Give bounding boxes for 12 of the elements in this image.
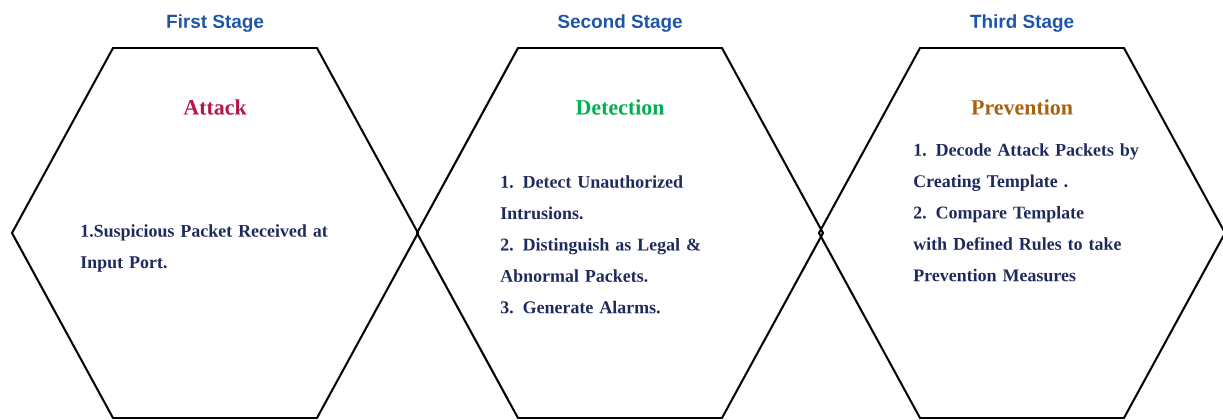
stage-title: Attack: [183, 99, 247, 115]
stage-title: Detection: [575, 99, 665, 115]
list-item: 1. Decode Attack Packets by Creating Template .: [914, 143, 1139, 191]
list-item: 3. Generate Alarms.: [500, 300, 660, 314]
list-item: 2. Distinguish as Legal & Abnormal Packets.: [500, 237, 701, 283]
stage-heading: Third Stage: [970, 14, 1074, 32]
list-item: 1.Suspicious Packet Received at Input Port.: [80, 224, 328, 272]
list-item: 2. Compare Template with Defined Rules to take Prevention Measures: [913, 205, 1121, 282]
stage-title: Prevention: [971, 99, 1073, 115]
stage-heading: First Stage: [167, 14, 264, 32]
stage-heading: Second Stage: [557, 14, 682, 32]
list-item: 1. Detect Unauthorized Intrusions.: [500, 175, 683, 220]
